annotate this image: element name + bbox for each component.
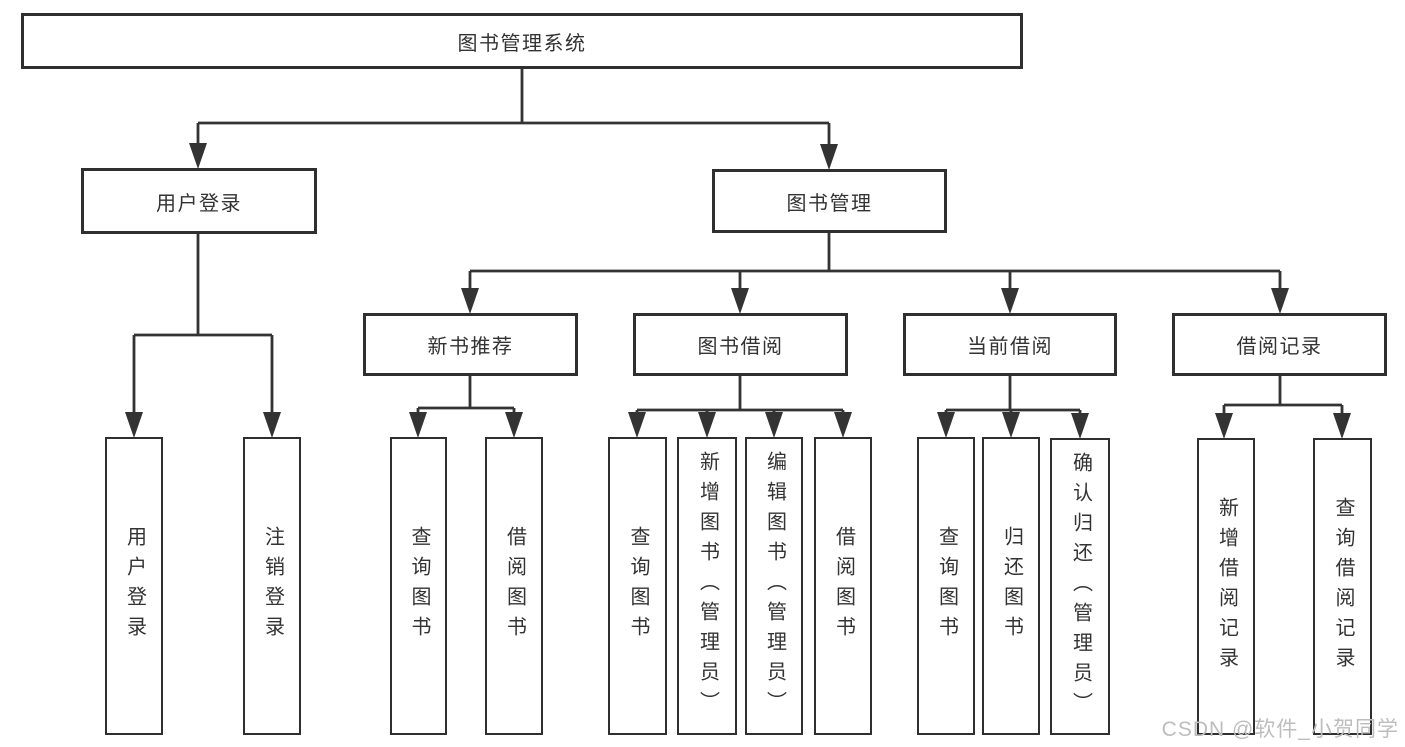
arrowhead-icon (1071, 413, 1089, 439)
arrowhead-icon (1215, 413, 1233, 439)
node-label: 查询图书 (935, 526, 958, 646)
arrowhead-icon (731, 288, 749, 314)
node-borrow-book-1: 借阅图书 (485, 437, 543, 735)
node-user-login-leaf: 用户登录 (105, 437, 163, 735)
node-logout: 注销登录 (243, 437, 301, 735)
node-label: 查询图书 (408, 526, 430, 646)
node-borrowing-records: 借阅记录 (1172, 313, 1387, 376)
node-label: 编辑图书（管理员） (763, 451, 786, 721)
node-current-borrowing: 当前借阅 (903, 313, 1117, 376)
node-borrow-book-2: 借阅图书 (814, 437, 872, 735)
arrowhead-icon (409, 412, 427, 438)
node-label: 归还图书 (1000, 526, 1023, 646)
arrowhead-icon (834, 412, 852, 438)
node-label: 查询图书 (627, 526, 649, 646)
node-return-book: 归还图书 (982, 437, 1040, 735)
arrowhead-icon (628, 412, 646, 438)
node-label: 确认归还（管理员） (1069, 451, 1092, 722)
arrowhead-icon (765, 412, 783, 438)
node-label: 新书推荐 (427, 336, 514, 358)
node-label: 新增借阅记录 (1215, 496, 1238, 677)
node-query-book-1: 查询图书 (390, 437, 447, 735)
node-query-book-3: 查询图书 (917, 437, 975, 735)
node-label: 借阅记录 (1236, 336, 1323, 358)
node-edit-book-admin: 编辑图书（管理员） (745, 437, 803, 735)
node-label: 借阅图书 (503, 526, 526, 646)
arrowhead-icon (1333, 413, 1351, 439)
node-label: 图书借阅 (697, 336, 784, 358)
node-label: 用户登录 (123, 526, 146, 646)
node-query-book-2: 查询图书 (608, 437, 667, 735)
arrowhead-icon (820, 144, 838, 170)
node-label: 新增图书（管理员） (696, 451, 719, 721)
arrowhead-icon (1001, 288, 1019, 314)
node-root: 图书管理系统 (21, 13, 1023, 69)
node-confirm-return-admin: 确认归还（管理员） (1050, 438, 1110, 735)
arrowhead-icon (461, 288, 479, 314)
arrowhead-icon (937, 412, 955, 438)
node-book-management: 图书管理 (712, 169, 947, 233)
node-book-borrowing: 图书借阅 (633, 313, 848, 376)
node-new-book-recommend: 新书推荐 (363, 313, 578, 376)
node-query-borrow-record: 查询借阅记录 (1313, 438, 1372, 735)
node-add-book-admin: 新增图书（管理员） (677, 437, 737, 735)
arrowhead-icon (698, 412, 716, 438)
node-label: 图书管理 (786, 192, 873, 215)
arrowhead-icon (1002, 412, 1020, 438)
arrowhead-icon (189, 143, 207, 169)
arrowhead-icon (505, 412, 523, 438)
node-label: 用户登录 (156, 192, 242, 215)
node-label: 当前借阅 (967, 336, 1053, 358)
node-user-login: 用户登录 (81, 168, 317, 234)
arrowhead-icon (1271, 288, 1289, 314)
arrowhead-icon (263, 412, 281, 438)
arrowhead-icon (125, 412, 143, 438)
node-add-borrow-record: 新增借阅记录 (1197, 438, 1255, 735)
node-label: 图书管理系统 (457, 32, 587, 55)
node-label: 借阅图书 (832, 526, 855, 646)
node-label: 查询借阅记录 (1332, 496, 1354, 677)
watermark: CSDN @软件_小贺同学 (1161, 718, 1399, 741)
node-label: 注销登录 (261, 526, 284, 646)
